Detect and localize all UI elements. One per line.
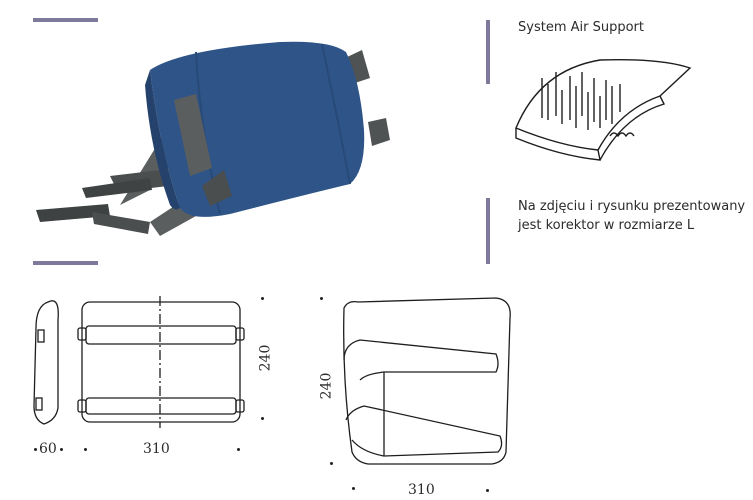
photo-note-line-1: Na zdjęciu i rysunku prezentowany [518,199,746,214]
caption-bar-bottom [486,198,490,264]
front-width-label: 310 [143,441,170,457]
iso-width-label: 310 [408,482,435,498]
dim-dot [330,462,333,465]
caption-bar-top [486,20,490,84]
front-view-outline [81,301,241,423]
side-view-outline [33,300,59,425]
iso-height-label: 240 [318,372,335,400]
system-air-support-title: System Air Support [518,20,644,35]
dim-dot [34,448,37,451]
side-depth-label: 60 [39,441,57,457]
dim-dot [237,448,240,451]
dim-dot [261,417,264,420]
bottom-accent-line [33,261,98,265]
photo-note-line-2: jest korektor w rozmiarze L [518,218,695,233]
dim-dot [352,487,355,490]
top-accent-line [33,18,98,22]
dim-dot [486,489,489,492]
dim-dot [261,297,264,300]
dim-dot [84,448,87,451]
iso-view-outline [343,297,511,465]
front-height-label: 240 [257,344,274,372]
dim-dot [60,448,63,451]
dim-dot [320,297,323,300]
